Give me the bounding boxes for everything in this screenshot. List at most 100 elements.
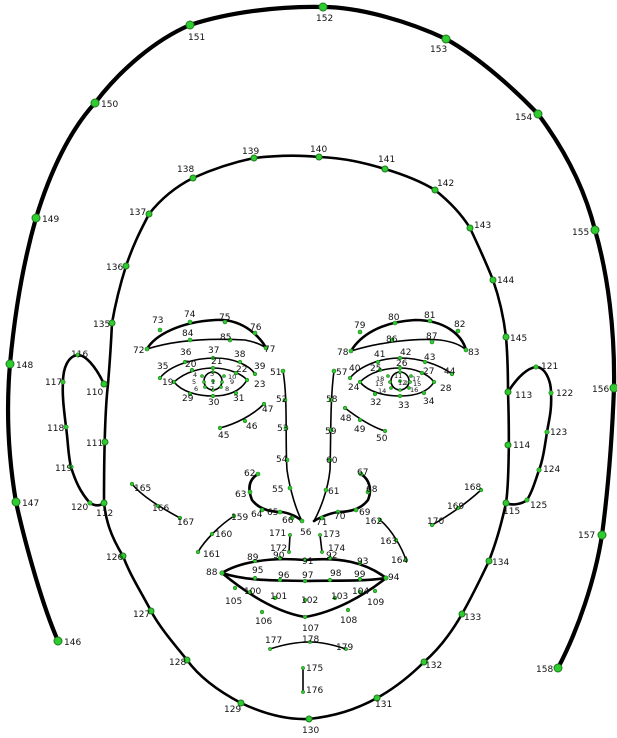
landmark-point [358, 418, 362, 422]
eyebrow-left [147, 320, 266, 349]
label-35: 35 [157, 362, 168, 372]
landmark-point [64, 425, 68, 429]
label-92: 92 [326, 551, 337, 561]
label-63: 63 [235, 490, 246, 500]
label-80: 80 [388, 313, 400, 323]
label-70: 70 [334, 512, 346, 522]
label-75: 75 [219, 313, 230, 323]
landmark-point [398, 394, 402, 398]
landmark-point [268, 647, 271, 650]
label-79: 79 [354, 321, 366, 331]
landmark-point [432, 380, 436, 384]
label-159: 159 [231, 513, 248, 523]
landmark-point [233, 586, 237, 590]
label-59: 59 [325, 427, 337, 437]
label-3: 3 [210, 370, 214, 378]
label-154: 154 [515, 113, 532, 123]
label-99: 99 [354, 570, 366, 580]
landmark-point [220, 386, 223, 389]
label-110: 110 [86, 388, 103, 398]
label-96: 96 [278, 571, 290, 581]
landmark-point [534, 110, 542, 118]
landmark-point [348, 376, 352, 380]
label-97: 97 [302, 571, 313, 581]
label-132: 132 [425, 661, 442, 671]
label-60: 60 [326, 456, 338, 466]
label-30: 30 [208, 398, 220, 408]
landmark-point [158, 328, 162, 332]
label-56: 56 [300, 528, 312, 538]
label-167: 167 [177, 518, 194, 528]
label-118: 118 [47, 424, 64, 434]
landmark-points [6, 3, 617, 722]
landmark-point [301, 690, 304, 693]
landmark-point [354, 508, 358, 512]
label-20: 20 [185, 360, 197, 370]
label-82: 82 [454, 320, 465, 330]
label-76: 76 [250, 323, 262, 333]
label-26: 26 [396, 359, 408, 369]
label-136: 136 [106, 263, 123, 273]
label-155: 155 [572, 228, 589, 238]
landmark-point [346, 608, 350, 612]
label-90: 90 [273, 551, 285, 561]
landmark-point [145, 347, 149, 351]
landmark-point [343, 406, 347, 410]
ear-left [63, 355, 104, 505]
landmark-point [549, 391, 553, 395]
label-137: 137 [129, 208, 146, 218]
label-89: 89 [247, 553, 259, 563]
label-43: 43 [424, 353, 435, 363]
landmark-point [88, 501, 92, 505]
label-165: 165 [134, 484, 151, 494]
landmark-point [525, 498, 529, 502]
landmark-point [389, 381, 392, 384]
landmark-point [490, 277, 496, 283]
label-2: 2 [404, 379, 408, 387]
landmark-point [287, 550, 290, 553]
label-129: 129 [224, 705, 241, 715]
landmark-point [422, 391, 426, 395]
label-116: 116 [71, 350, 88, 360]
label-53: 53 [277, 424, 288, 434]
landmark-point [218, 426, 222, 430]
label-152: 152 [316, 14, 333, 24]
label-71: 71 [316, 518, 327, 528]
label-37: 37 [208, 346, 219, 356]
label-131: 131 [375, 700, 392, 710]
label-175: 175 [306, 664, 323, 674]
landmark-point [387, 375, 390, 378]
landmark-point [210, 532, 214, 536]
label-87: 87 [426, 332, 437, 342]
landmark-point [301, 666, 304, 669]
landmark-point [306, 716, 312, 722]
label-107: 107 [302, 624, 319, 634]
label-67: 67 [357, 468, 368, 478]
landmark-point [537, 468, 541, 472]
label-115: 115 [503, 507, 520, 517]
label-127: 127 [133, 610, 150, 620]
ear-right [506, 367, 551, 504]
label-153: 153 [430, 45, 447, 55]
landmark-point [598, 531, 606, 539]
label-173: 173 [323, 530, 340, 540]
landmark-point [253, 576, 257, 580]
landmark-point [91, 99, 99, 107]
label-74: 74 [184, 310, 196, 320]
label-171: 171 [269, 529, 286, 539]
landmark-point [318, 533, 321, 536]
landmark-point [390, 387, 393, 390]
label-114: 114 [513, 441, 530, 451]
label-123: 123 [550, 428, 567, 438]
label-120: 120 [71, 503, 88, 513]
landmark-point [6, 360, 14, 368]
label-91: 91 [302, 557, 313, 567]
label-14: 14 [378, 387, 386, 395]
label-38: 38 [234, 350, 246, 360]
label-46: 46 [246, 422, 258, 432]
label-134: 134 [492, 558, 509, 568]
landmark-point [12, 498, 20, 506]
label-88: 88 [206, 568, 218, 578]
label-105: 105 [225, 597, 242, 607]
label-103: 103 [331, 592, 348, 602]
